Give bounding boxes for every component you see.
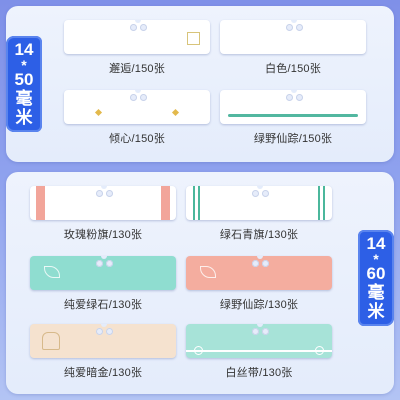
- size-width: 14: [14, 40, 34, 59]
- size-unit-1: 毫: [15, 89, 33, 108]
- label-option-white[interactable]: 白色/150张: [220, 20, 366, 76]
- green-flag-lines: [318, 186, 320, 220]
- option-caption: 玫瑰粉旗/130张: [63, 229, 143, 241]
- label-option-dark-gold[interactable]: 纯爱暗金/130张: [30, 324, 176, 380]
- label-option-jade-flag[interactable]: 绿石青旗/130张: [186, 186, 332, 242]
- size-times: *: [21, 57, 27, 73]
- size-width: 14: [366, 234, 386, 253]
- label-option-crush[interactable]: 倾心/150张: [64, 90, 210, 146]
- option-caption: 邂逅/150张: [109, 63, 165, 75]
- option-caption: 绿野仙踪/150张: [253, 133, 333, 145]
- leaf-icon: [200, 266, 216, 278]
- leaf-icon: [44, 266, 60, 278]
- size-unit-2: 米: [15, 108, 33, 127]
- pink-flag-band: [161, 186, 170, 220]
- size-unit-1: 毫: [367, 283, 385, 302]
- green-stripe: [228, 114, 358, 117]
- label-preview: [30, 256, 176, 290]
- label-option-pure-jade[interactable]: 纯爱绿石/130张: [30, 256, 176, 312]
- bow-icon: [315, 346, 324, 355]
- heart-icon: [171, 108, 180, 117]
- label-preview: [186, 256, 332, 290]
- pink-flag-band: [36, 186, 45, 220]
- option-caption: 绿野仙踪/130张: [219, 299, 299, 311]
- size-times: *: [373, 251, 379, 267]
- bow-icon: [194, 346, 203, 355]
- panel-14x60: 14 * 60 毫 米 玫瑰粉旗/130张 绿石青旗/130张 纯爱绿石/130…: [6, 172, 394, 394]
- option-caption: 纯爱暗金/130张: [63, 367, 143, 379]
- size-height: 60: [366, 264, 386, 283]
- option-caption: 纯爱绿石/130张: [63, 299, 143, 311]
- option-caption: 倾心/150张: [109, 133, 165, 145]
- deer-icon: [42, 332, 60, 350]
- label-option-encounter[interactable]: 邂逅/150张: [64, 20, 210, 76]
- green-flag-lines: [193, 186, 195, 220]
- ribbon-stripe: [186, 350, 332, 352]
- heart-icon: [94, 108, 103, 117]
- size-height: 50: [14, 70, 34, 89]
- label-preview: [64, 20, 210, 54]
- label-preview: [30, 324, 176, 358]
- label-preview: [30, 186, 176, 220]
- size-badge-14x50: 14 * 50 毫 米: [6, 36, 42, 132]
- label-preview: [186, 186, 332, 220]
- label-preview: [64, 90, 210, 124]
- option-caption: 白色/150张: [265, 63, 321, 75]
- label-option-green-wizard-130[interactable]: 绿野仙踪/130张: [186, 256, 332, 312]
- square-frame-icon: [187, 32, 200, 45]
- panel-14x50: 14 * 50 毫 米 邂逅/150张 白色/150张 倾心/150张 绿野仙踪…: [6, 6, 394, 162]
- size-unit-2: 米: [367, 302, 385, 321]
- label-option-green-wizard[interactable]: 绿野仙踪/150张: [220, 90, 366, 146]
- option-caption: 白丝带/130张: [225, 367, 293, 379]
- label-preview: [220, 90, 366, 124]
- option-caption: 绿石青旗/130张: [219, 229, 299, 241]
- label-option-rose-flag[interactable]: 玫瑰粉旗/130张: [30, 186, 176, 242]
- label-preview: [186, 324, 332, 358]
- label-option-white-ribbon[interactable]: 白丝带/130张: [186, 324, 332, 380]
- size-badge-14x60: 14 * 60 毫 米: [358, 230, 394, 326]
- label-preview: [220, 20, 366, 54]
